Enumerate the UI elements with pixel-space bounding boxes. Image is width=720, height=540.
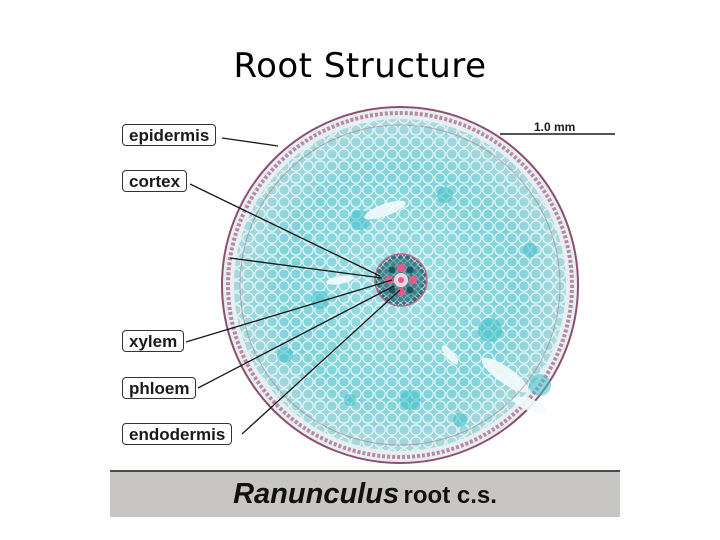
- label-phloem: phloem: [122, 377, 197, 399]
- label-endodermis: endodermis: [122, 423, 233, 445]
- leader-lines: [185, 137, 401, 435]
- slide-title: Root Structure: [233, 46, 487, 86]
- endodermis-ring: [374, 253, 428, 307]
- label-cortex: cortex: [122, 170, 188, 192]
- root-figure: epidermis cortex xylem phloem endodermis…: [110, 100, 620, 517]
- label-epidermis: epidermis: [122, 124, 217, 146]
- caption-rest: root c.s.: [403, 482, 497, 509]
- xylem-tissue: [385, 264, 417, 296]
- tissue-gaps: [326, 200, 548, 414]
- label-xylem: xylem: [122, 330, 185, 352]
- cortex-highlights: [277, 187, 551, 427]
- root-cross-section: [185, 106, 615, 464]
- scale-bar-label: 1.0 mm: [534, 120, 576, 134]
- stele: [374, 253, 428, 307]
- caption-bar: Ranunculus root c.s.: [110, 470, 620, 517]
- phloem-tissue: [388, 266, 414, 294]
- caption-genus: Ranunculus: [233, 478, 400, 510]
